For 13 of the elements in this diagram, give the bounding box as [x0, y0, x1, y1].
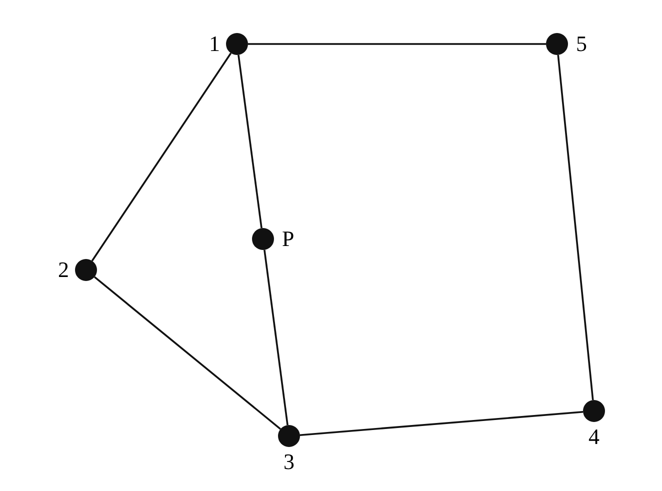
connector-line: [94, 276, 282, 430]
vertex-label: 5: [576, 33, 587, 55]
vertex-label: 4: [588, 426, 600, 448]
connector-line: [264, 250, 288, 426]
vertex-label: 2: [58, 259, 69, 281]
vertex-label: P: [282, 228, 294, 250]
vertex-label: 3: [284, 451, 294, 473]
connector-line: [238, 54, 262, 228]
connector-line: [248, 43, 546, 45]
connector-line: [300, 411, 584, 436]
vertex-label: 1: [209, 33, 220, 55]
connector-line: [91, 52, 232, 262]
connector-line: [557, 54, 594, 400]
